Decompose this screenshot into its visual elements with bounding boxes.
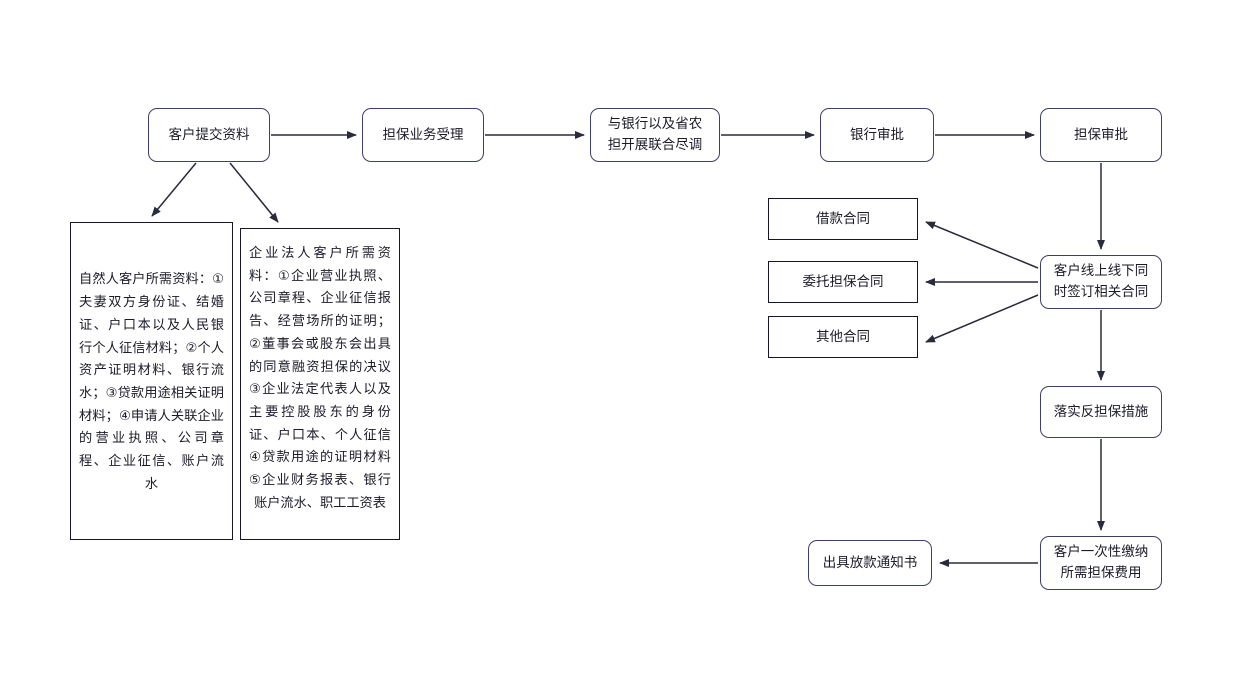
node-label: 其他合同 xyxy=(816,328,870,345)
node-sign-related-contracts[interactable]: 客户线上线下同 时签订相关合同 xyxy=(1040,255,1162,309)
node-customer-submits-documents[interactable]: 客户提交资料 xyxy=(148,108,270,162)
node-guarantee-approval[interactable]: 担保审批 xyxy=(1040,108,1162,162)
node-label: 落实反担保措施 xyxy=(1053,403,1149,420)
node-other-contract[interactable]: 其他合同 xyxy=(768,316,918,358)
node-label: 自然人客户所需资料：①夫妻双方身份证、结婚证、户口本以及人民银行个人征信材料；②… xyxy=(79,272,224,492)
node-label: 客户一次性缴纳 所需担保费用 xyxy=(1053,544,1149,581)
node-joint-due-diligence[interactable]: 与银行以及省农 担开展联合尽调 xyxy=(590,108,720,162)
node-bank-approval[interactable]: 银行审批 xyxy=(820,108,934,162)
node-entrusted-guarantee-contract[interactable]: 委托担保合同 xyxy=(768,261,918,303)
node-label: 银行审批 xyxy=(850,126,904,143)
node-label: 担保业务受理 xyxy=(382,126,464,143)
node-issue-loan-notice[interactable]: 出具放款通知书 xyxy=(808,540,932,586)
edge-submit-to-natural-docs xyxy=(151,162,197,217)
node-natural-person-required-documents: 自然人客户所需资料：①夫妻双方身份证、结婚证、户口本以及人民银行个人征信材料；②… xyxy=(70,222,233,540)
node-label: 企业法人客户所需资料：①企业营业执照、公司章程、企业征信报告、经营场所的证明；②… xyxy=(249,246,391,511)
node-label: 客户提交资料 xyxy=(168,126,250,143)
node-label: 与银行以及省农 担开展联合尽调 xyxy=(607,116,703,153)
node-guarantee-business-acceptance[interactable]: 担保业务受理 xyxy=(362,108,484,162)
node-label: 出具放款通知书 xyxy=(822,554,918,571)
node-customer-pays-guarantee-fee[interactable]: 客户一次性缴纳 所需担保费用 xyxy=(1040,536,1162,590)
node-enterprise-required-documents: 企业法人客户所需资料：①企业营业执照、公司章程、企业征信报告、经营场所的证明；②… xyxy=(240,228,400,540)
node-loan-contract[interactable]: 借款合同 xyxy=(768,198,918,240)
edge-sign-to-other-contract xyxy=(925,294,1039,343)
edge-sign-to-loan-contract xyxy=(925,221,1039,269)
node-label: 担保审批 xyxy=(1074,126,1128,143)
edge-submit-to-enterprise-docs xyxy=(229,162,279,223)
node-label: 委托担保合同 xyxy=(802,273,884,290)
node-label: 借款合同 xyxy=(816,210,870,227)
node-implement-counter-guarantee[interactable]: 落实反担保措施 xyxy=(1040,386,1162,438)
node-label: 客户线上线下同 时签订相关合同 xyxy=(1053,263,1149,300)
